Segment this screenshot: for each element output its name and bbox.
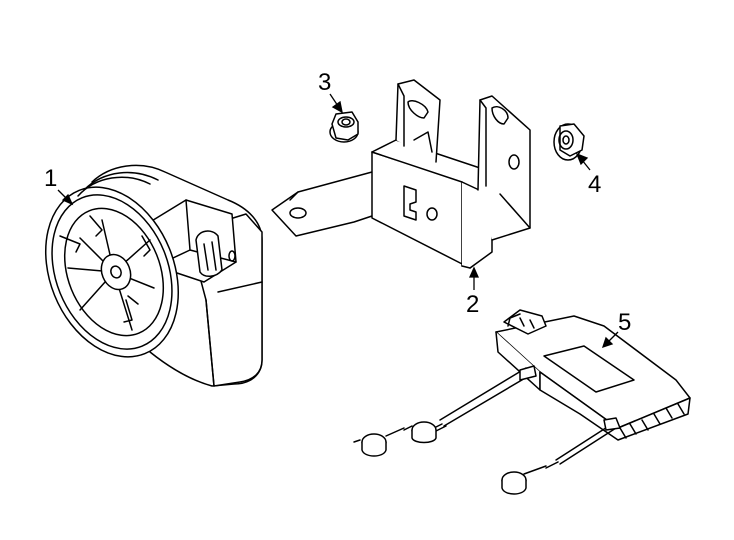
callout-leaders bbox=[57, 93, 619, 349]
callout-3: 3 bbox=[318, 69, 331, 96]
part-5-module bbox=[354, 310, 690, 494]
callout-2: 2 bbox=[466, 291, 479, 318]
arrowhead-1 bbox=[61, 193, 74, 206]
part-3-nut bbox=[330, 112, 358, 142]
callout-1: 1 bbox=[44, 165, 57, 192]
callout-5: 5 bbox=[618, 309, 631, 336]
part-1-siren bbox=[22, 165, 262, 386]
arrowhead-2 bbox=[468, 266, 480, 278]
arrowhead-3 bbox=[331, 100, 343, 114]
part-2-bracket bbox=[272, 80, 530, 268]
callout-4: 4 bbox=[588, 171, 601, 198]
leader-5 bbox=[607, 331, 619, 343]
arrowhead-5 bbox=[601, 336, 614, 349]
part-4-nut bbox=[554, 124, 584, 160]
arrowhead-4 bbox=[575, 152, 589, 166]
